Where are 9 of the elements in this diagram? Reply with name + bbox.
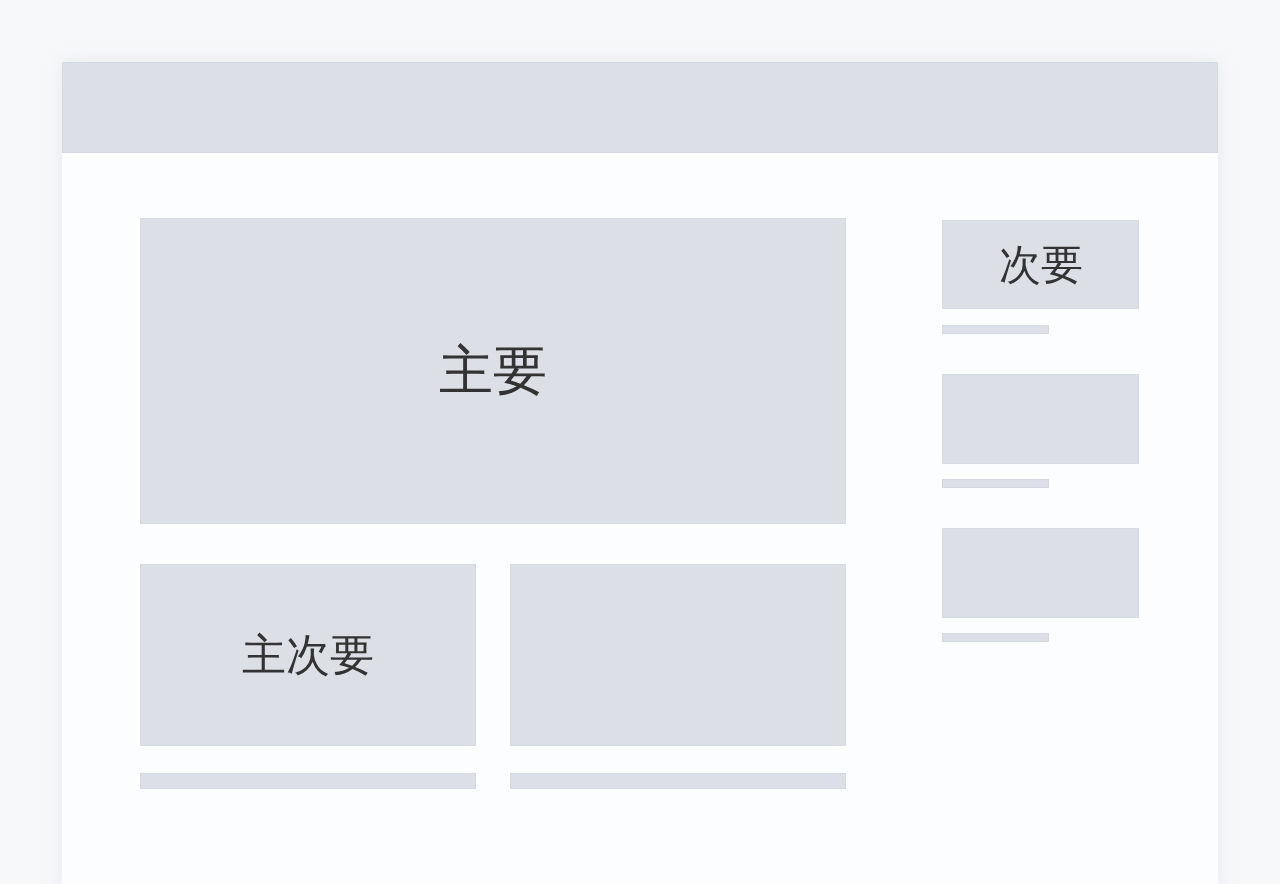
placeholder-block [942,528,1139,618]
block-label: 次要 [998,238,1083,291]
block-label: 主次要 [242,627,374,682]
placeholder-block [942,374,1139,464]
content-block [942,220,1139,309]
content-block [140,218,846,524]
placeholder-block [510,564,846,746]
content-block [140,564,476,746]
block-label: 主要 [439,337,547,404]
